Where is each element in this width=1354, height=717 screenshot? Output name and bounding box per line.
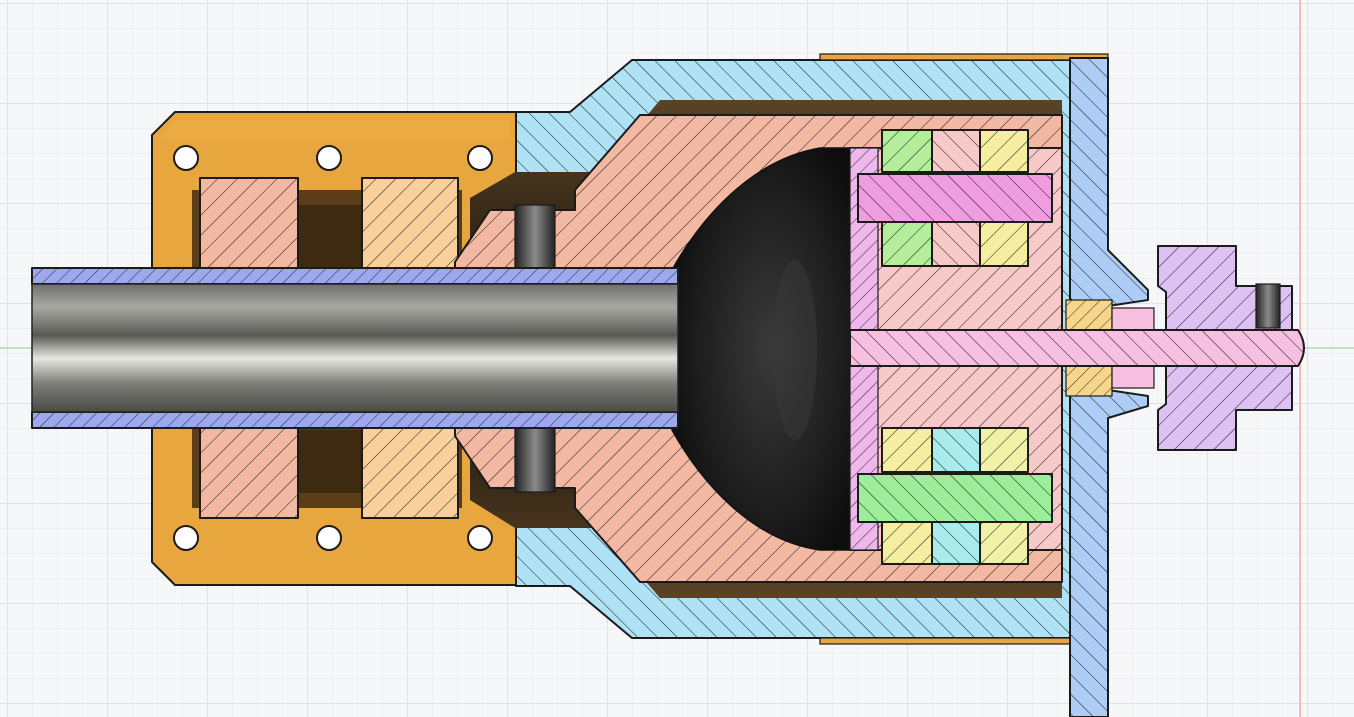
- planet-lower-b[interactable]: [931, 427, 981, 565]
- bearing-left-upper[interactable]: [199, 177, 299, 269]
- shaft-spacer[interactable]: [1065, 299, 1155, 397]
- bolt-hole: [467, 145, 493, 171]
- bolt-hole: [316, 525, 342, 551]
- tube[interactable]: [31, 283, 679, 413]
- bearing-right-lower[interactable]: [361, 427, 459, 519]
- flange-bolt-holes: [173, 145, 493, 551]
- bearing-right-upper[interactable]: [361, 177, 459, 269]
- dome-cavity: [671, 147, 851, 551]
- bolt-hole: [316, 145, 342, 171]
- bolt-hole: [467, 525, 493, 551]
- planet-upper-mid[interactable]: [931, 129, 981, 267]
- gear-upper-pin[interactable]: [857, 173, 1053, 223]
- bolt-hole: [173, 525, 199, 551]
- output-shaft[interactable]: [849, 329, 1305, 367]
- planet-upper-b[interactable]: [979, 129, 1029, 267]
- gear-lower-pin[interactable]: [857, 473, 1053, 523]
- planet-lower-a[interactable]: [881, 427, 933, 565]
- tube-sleeve[interactable]: [31, 267, 679, 429]
- planet-upper-a[interactable]: [881, 129, 933, 267]
- bolt-hole: [173, 145, 199, 171]
- planet-lower-c[interactable]: [979, 427, 1029, 565]
- bearing-left-lower[interactable]: [199, 427, 299, 519]
